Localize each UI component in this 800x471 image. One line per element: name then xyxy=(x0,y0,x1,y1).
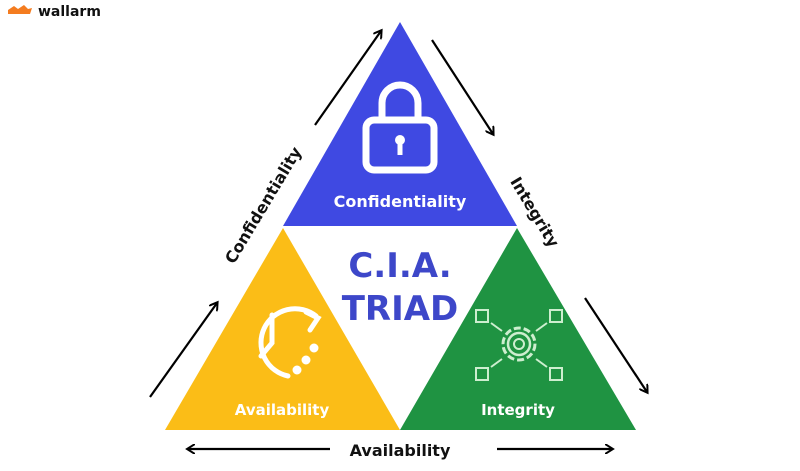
arrow-left xyxy=(149,303,217,398)
arrow-top-right xyxy=(431,39,493,134)
integrity-label: Integrity xyxy=(481,401,555,419)
padlock-icon xyxy=(362,81,438,174)
arrow-right xyxy=(584,297,647,392)
wallarm-logo: wallarm xyxy=(8,4,101,20)
edge-label-availability: Availability xyxy=(350,441,451,460)
triangle-confidentiality xyxy=(283,22,517,226)
triangle-availability xyxy=(165,228,400,430)
center-title-line1: C.I.A. xyxy=(348,246,451,286)
availability-label: Availability xyxy=(235,401,330,419)
center-title-line2: TRIAD xyxy=(342,289,459,329)
gear-chips-icon xyxy=(475,309,563,381)
arrow-top-left xyxy=(314,31,381,126)
clock-refresh-icon xyxy=(258,306,322,379)
logo-text: wallarm xyxy=(38,4,101,20)
confidentiality-label: Confidentiality xyxy=(334,192,467,211)
logo-mark-icon xyxy=(8,5,32,14)
